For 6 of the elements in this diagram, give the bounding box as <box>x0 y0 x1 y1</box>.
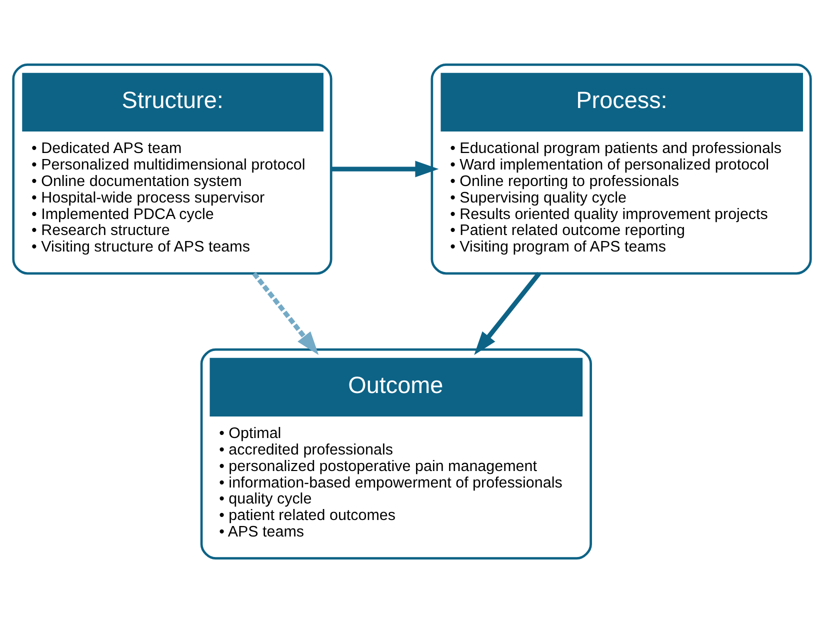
node-box: Process: • Educational program patients and professionals • Ward implementation of personalized protocol • Online reporting to professionals • Supervising quality cycle • Results oriented quality improvement projects • Patient related outcome reporting • Visiting program of APS teams <box>430 63 812 274</box>
node-box: Outcome • Optimal • accredited professionals • personalized postoperative pain management • information-based empowerment of professionals • quality cycle • patient related outcomes • APS teams <box>200 348 592 559</box>
arrow <box>331 160 439 177</box>
node-box: Structure: • Dedicated APS team • Personalized multidimensional protocol • Online documentation system • Hospital-wide process supervisor • Implemented PDCA cycle • Research structure • Visiting structure of APS teams <box>12 63 332 274</box>
arrow <box>474 271 541 354</box>
arrow <box>252 271 319 354</box>
